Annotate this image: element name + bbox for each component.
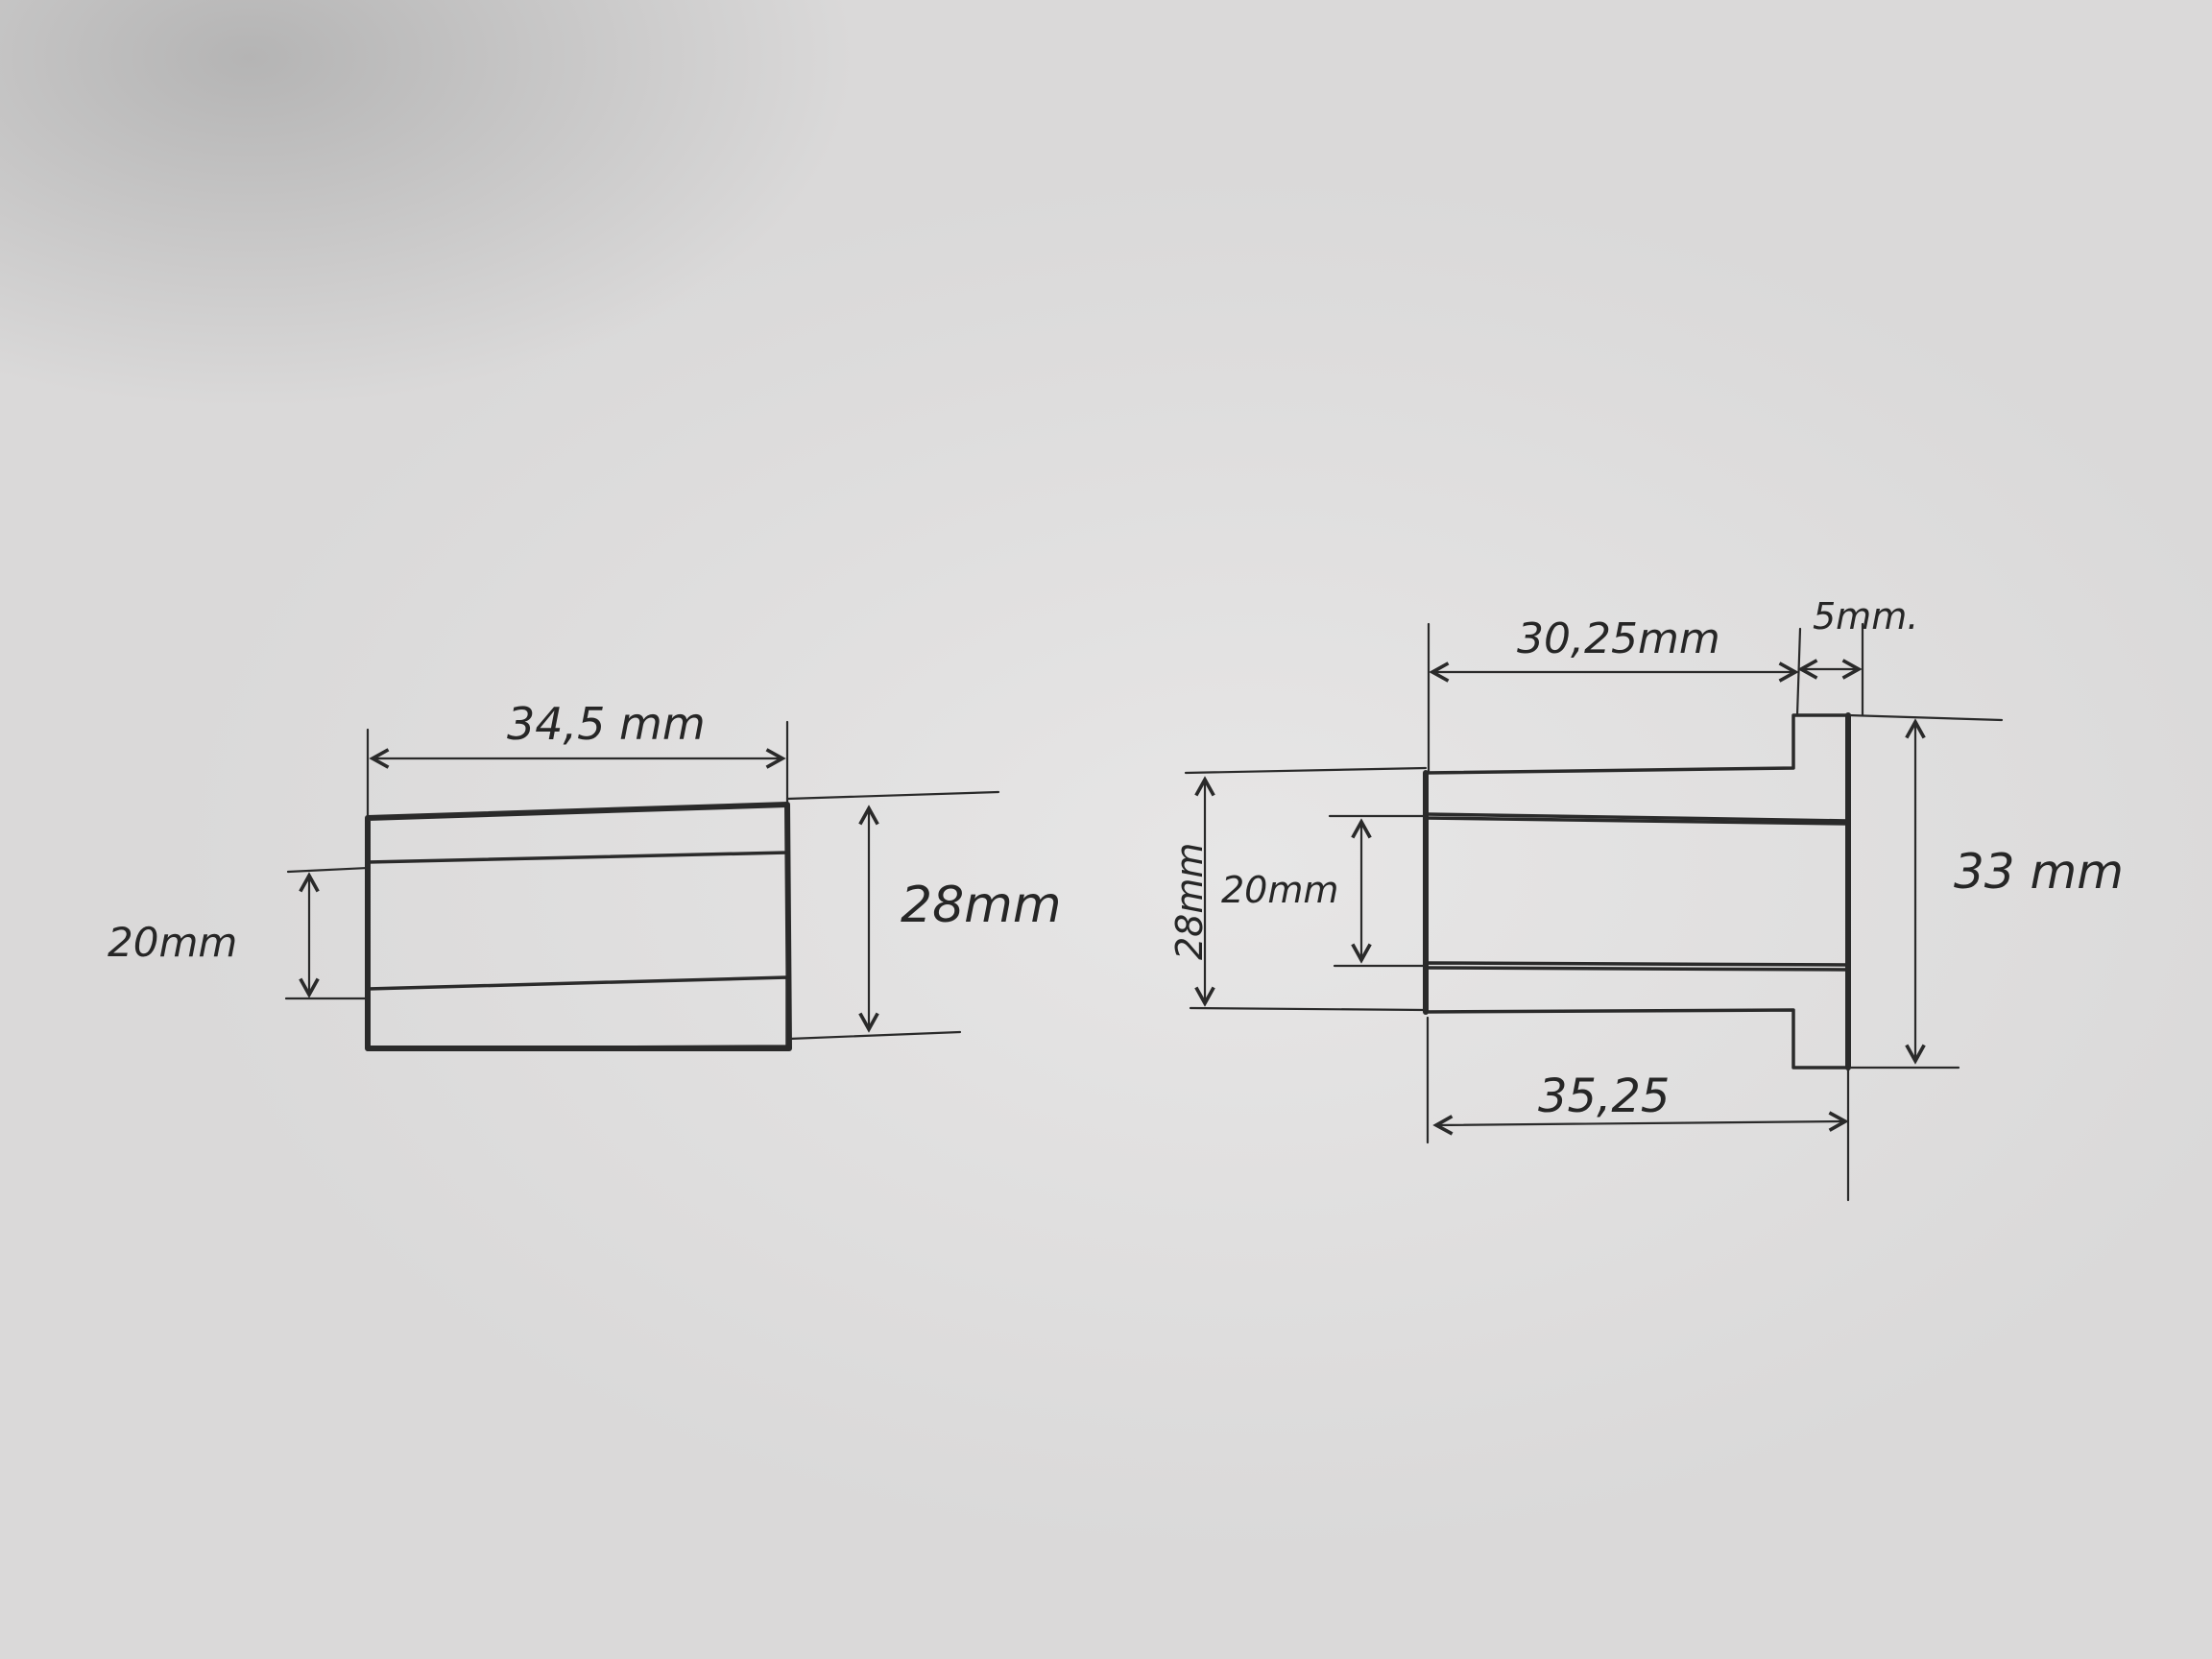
right-body-length-label: 30,25mm bbox=[1517, 614, 1720, 663]
right-total-length-dimension-line bbox=[1436, 1121, 1845, 1125]
right-outer-diameter-label: 28mm bbox=[1168, 843, 1211, 960]
right-bushing-bottom-wall bbox=[1424, 961, 1850, 1070]
left-bushing: 34,5 mm 28mm 20mm bbox=[108, 698, 1061, 1051]
right-bushing-top-wall bbox=[1424, 713, 1850, 826]
left-bushing-bottom-wall bbox=[366, 975, 789, 1050]
left-bushing-outline bbox=[365, 802, 792, 1051]
left-inner-diameter-label: 20mm bbox=[108, 919, 237, 966]
right-flange-thickness-label: 5mm. bbox=[1813, 595, 1918, 637]
right-flange-diameter-label: 33 mm bbox=[1954, 844, 2124, 900]
left-outer-diameter-label: 28mm bbox=[901, 877, 1061, 934]
right-flanged-bushing: 30,25mm 5mm. 33 mm 28mm 20mm 35,25 bbox=[1168, 595, 2124, 1202]
right-inner-diameter-label: 20mm bbox=[1221, 869, 1338, 911]
right-total-length-label: 35,25 bbox=[1538, 1070, 1670, 1123]
left-length-label: 34,5 mm bbox=[507, 698, 706, 750]
